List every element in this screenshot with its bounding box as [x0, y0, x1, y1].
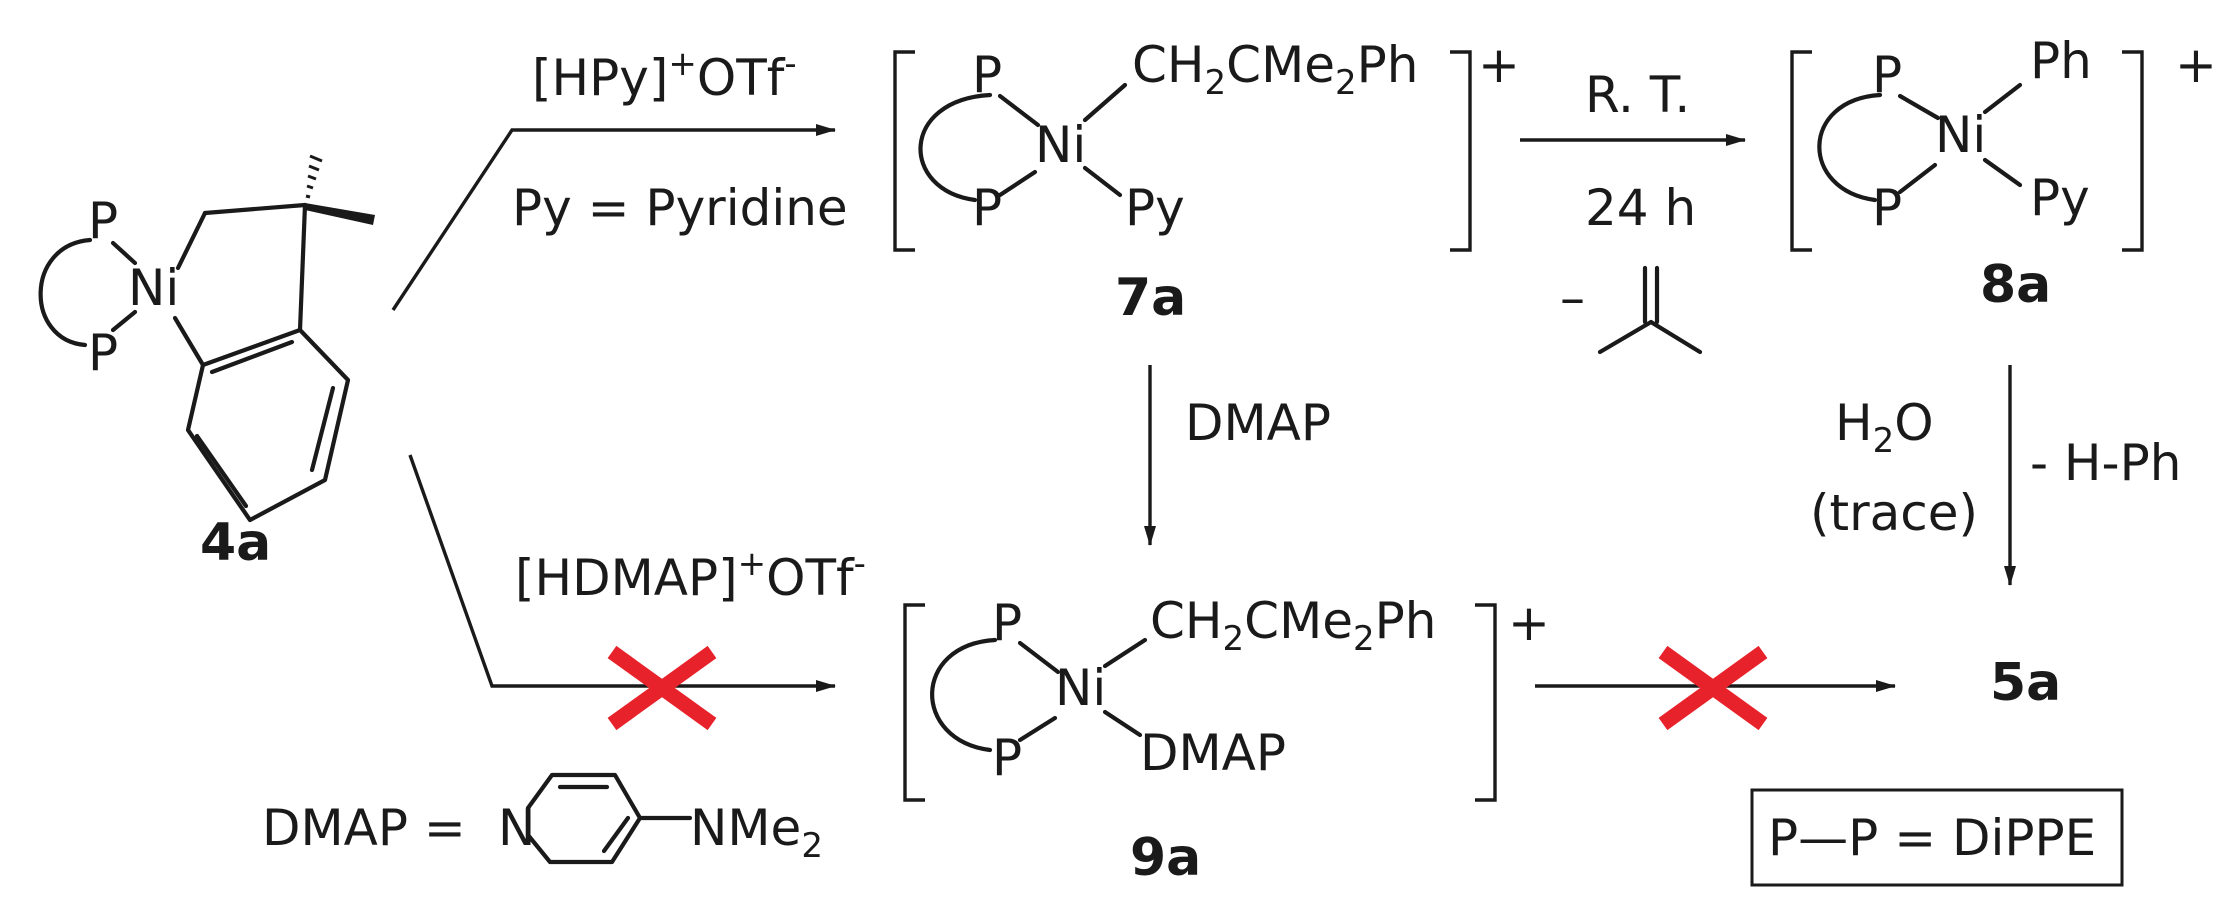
phosphorus-top-4a: P: [88, 192, 118, 250]
phosphorus-bottom-7a: P: [972, 179, 1002, 237]
phosphorus-bottom-8a: P: [1872, 179, 1902, 237]
nickel-4a: Ni: [128, 259, 179, 317]
phenyl-ligand-8a: Ph: [2030, 32, 2092, 90]
dmap-equals-label: DMAP =: [262, 799, 466, 857]
phosphorus-bottom-9a: P: [992, 729, 1022, 787]
alkyl-ligand-7a: CH2CMe2Ph: [1132, 36, 1418, 103]
branch-arrow-top: [391, 124, 836, 311]
branch-arrow-bottom: [408, 454, 836, 731]
pyridine-ligand-7a: Py: [1125, 179, 1185, 237]
isobutene-structure: [1597, 265, 1703, 355]
nickel-7a: Ni: [1035, 116, 1086, 174]
dmap-dimethylamino: NMe2: [690, 799, 823, 866]
arrow-7a-to-9a: DMAP: [1144, 365, 1331, 546]
nickel-8a: Ni: [1935, 106, 1986, 164]
arrow-7a-to-8a: R. T. 24 h –: [1520, 66, 1746, 355]
dmap-ligand-9a: DMAP: [1140, 724, 1286, 782]
charge-7a: +: [1478, 36, 1520, 94]
compound-label-9a: 9a: [1130, 828, 1201, 888]
condition-time: 24 h: [1585, 179, 1696, 237]
compound-4a: P P Ni 4a: [38, 154, 375, 573]
charge-8a: +: [2175, 36, 2217, 94]
pyridine-definition: Py = Pyridine: [512, 179, 848, 237]
phosphorus-top-8a: P: [1872, 46, 1902, 104]
dmap-pyridine-ring: [525, 772, 693, 865]
minus-sign-isobutene: –: [1560, 269, 1585, 327]
phosphorus-top-9a: P: [992, 594, 1022, 652]
alkyl-ligand-9a: CH2CMe2Ph: [1150, 592, 1436, 659]
reagent-water: H2O: [1835, 394, 1934, 461]
compound-8a: P P Ni Ph Py + 8a: [1790, 32, 2217, 315]
reagent-trace: (trace): [1810, 484, 1978, 542]
reagent-hdmap-triflate: [HDMAP]+OTf-: [515, 544, 866, 607]
diphosphine-definition-box: P—P = DiPPE: [1750, 788, 2124, 887]
phosphorus-top-7a: P: [972, 46, 1002, 104]
compound-label-8a: 8a: [1980, 255, 2051, 315]
arrow-8a-to-5a: H2O (trace) - H-Ph: [1810, 365, 2181, 586]
byproduct-benzene: - H-Ph: [2030, 434, 2181, 492]
reagent-dmap: DMAP: [1185, 394, 1331, 452]
compound-label-5a: 5a: [1990, 653, 2061, 713]
phosphorus-bottom-4a: P: [88, 324, 118, 382]
compound-9a: P P Ni CH2CMe2Ph DMAP + 9a: [903, 592, 1550, 888]
dippe-definition: P—P = DiPPE: [1768, 809, 2096, 867]
reagent-pyridinium-triflate: [HPy]+OTf-: [532, 44, 797, 107]
condition-room-temperature: R. T.: [1585, 66, 1690, 124]
nickel-9a: Ni: [1055, 659, 1106, 717]
pyridine-ligand-8a: Py: [2030, 169, 2090, 227]
arrow-9a-to-5a-blocked: [1535, 645, 1896, 731]
diphosphine-backbone-4a: [38, 237, 93, 348]
compound-7a: P P Ni CH2CMe2Ph Py + 7a: [893, 36, 1520, 328]
compound-label-4a: 4a: [200, 513, 271, 573]
dmap-definition: DMAP = N NMe2: [262, 772, 823, 866]
charge-9a: +: [1508, 594, 1550, 652]
compound-label-7a: 7a: [1115, 268, 1186, 328]
